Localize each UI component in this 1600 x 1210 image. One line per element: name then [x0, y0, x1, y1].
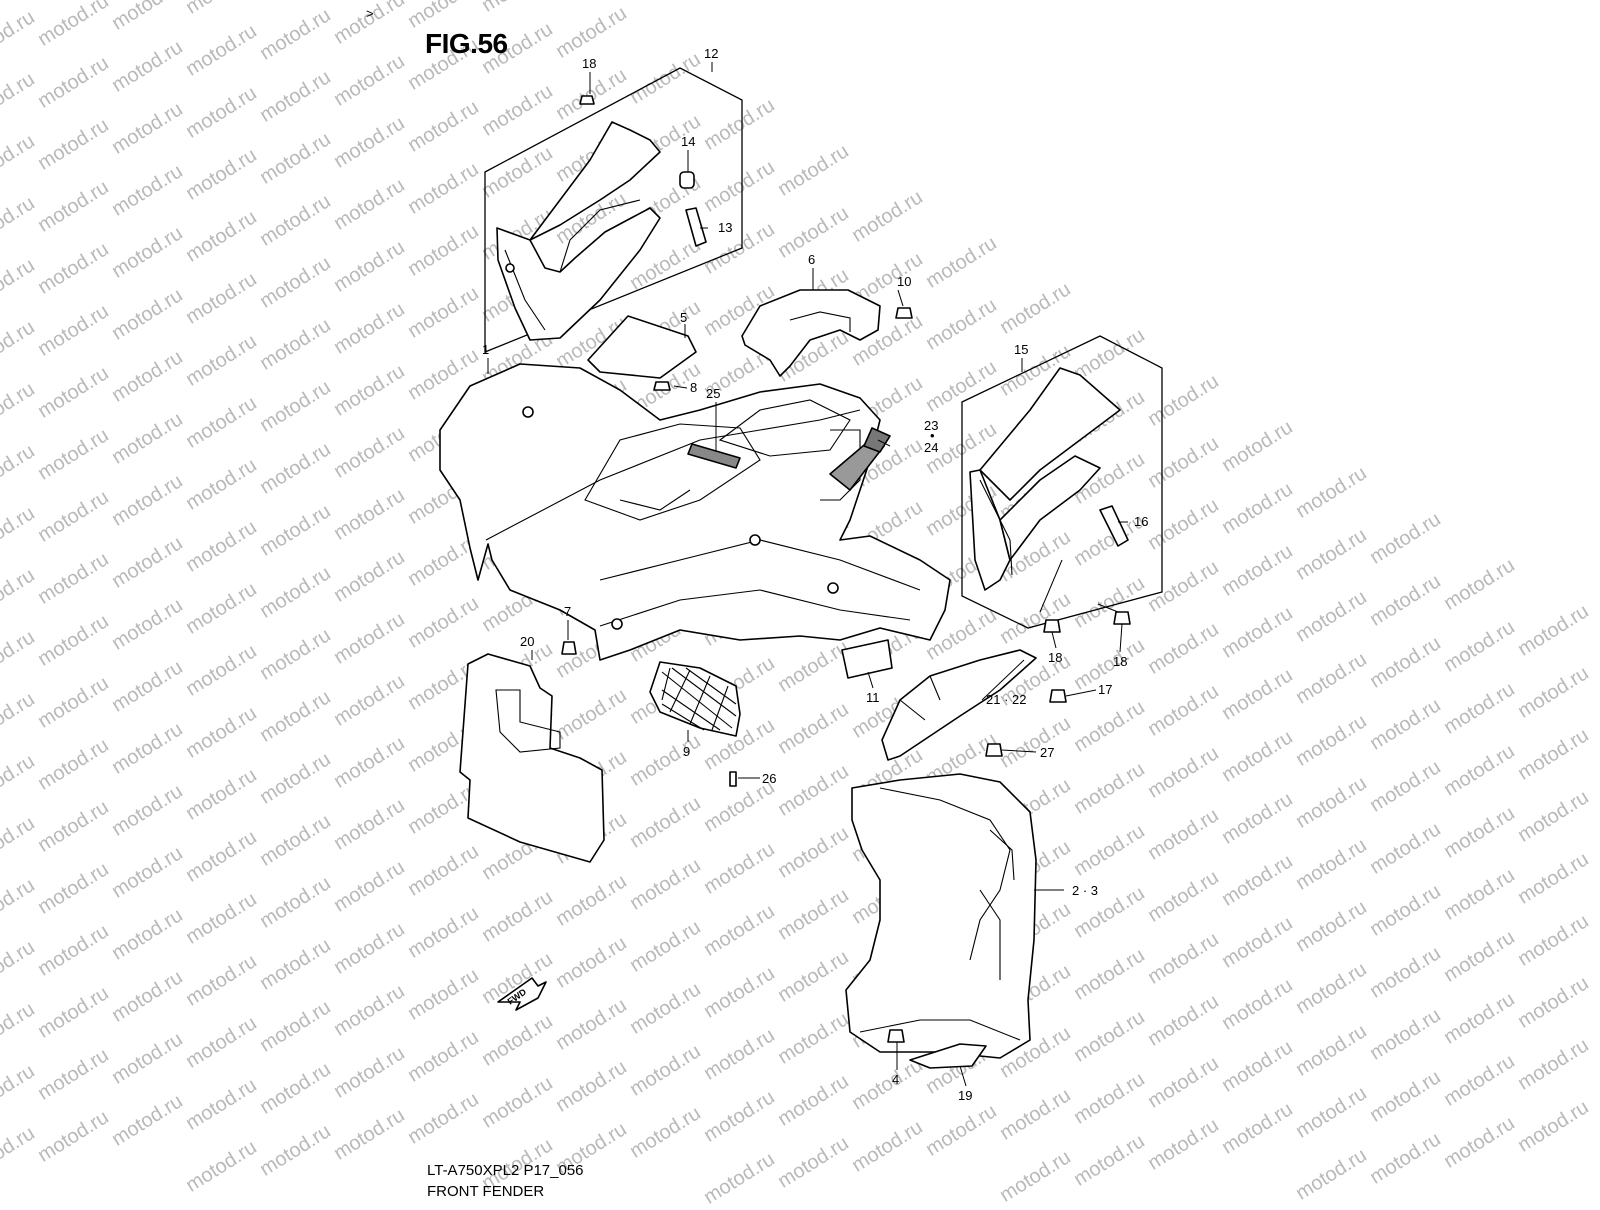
- part-18-right-b: [1113, 611, 1131, 625]
- inset-box-12: [484, 67, 743, 353]
- callout-1: 1: [482, 342, 489, 357]
- callout-27: 27: [1040, 745, 1054, 760]
- callout-21-22: 21 · 22: [986, 692, 1026, 707]
- inset-box-15: [961, 335, 1163, 629]
- callout-9: 9: [683, 744, 690, 759]
- callout-18-mid: 18: [1048, 650, 1062, 665]
- callout-2-3: 2 · 3: [1072, 883, 1098, 898]
- part-21-22: [881, 649, 1037, 761]
- callout-23: 23: [924, 418, 938, 433]
- part-17: [1049, 689, 1067, 703]
- breadcrumb: >: [366, 6, 374, 21]
- callout-24: 24: [924, 440, 938, 455]
- callout-26: 26: [762, 771, 776, 786]
- part-2-3-inner-fender: [845, 773, 1037, 1059]
- callout-19: 19: [958, 1088, 972, 1103]
- callout-10: 10: [897, 274, 911, 289]
- part-11: [841, 639, 893, 679]
- part-10: [895, 307, 913, 319]
- part-6: [741, 289, 881, 377]
- callout-5: 5: [680, 310, 687, 325]
- callout-6: 6: [808, 252, 815, 267]
- fwd-arrow-icon: [497, 977, 547, 1011]
- part-8: [653, 381, 671, 391]
- part-18-right-a: [1043, 619, 1061, 633]
- callout-20: 20: [520, 634, 534, 649]
- callout-13: 13: [718, 220, 732, 235]
- callout-18-top: 18: [582, 56, 596, 71]
- callout-4: 4: [892, 1072, 899, 1087]
- part-27: [985, 743, 1003, 757]
- figure-title: FIG.56: [425, 28, 508, 59]
- part-5: [587, 315, 697, 379]
- callout-17: 17: [1098, 682, 1112, 697]
- callout-15: 15: [1014, 342, 1028, 357]
- callout-7: 7: [564, 604, 571, 619]
- callout-25: 25: [706, 386, 720, 401]
- figure-name: FRONT FENDER: [427, 1183, 545, 1200]
- callout-8: 8: [690, 380, 697, 395]
- callout-18-right: 18: [1113, 654, 1127, 669]
- part-1-front-fender: [439, 363, 951, 661]
- leader-lines: [487, 62, 1128, 1087]
- part-4: [887, 1029, 905, 1043]
- callout-12: 12: [704, 46, 718, 61]
- part-20: [459, 653, 605, 863]
- part-7: [561, 641, 577, 655]
- part-19: [909, 1043, 987, 1069]
- callout-16: 16: [1134, 514, 1148, 529]
- callout-23-24-dot: •: [930, 428, 935, 443]
- model-code: LT-A750XPL2 P17_056: [427, 1162, 584, 1179]
- callout-labels: 1 2 · 3 4 5 6 7 8 9 10 11 12 13 14 15 16…: [482, 46, 1148, 1103]
- part-9-grille: [649, 661, 741, 737]
- callout-11: 11: [866, 690, 880, 705]
- part-26: [729, 771, 737, 787]
- callout-14: 14: [681, 134, 695, 149]
